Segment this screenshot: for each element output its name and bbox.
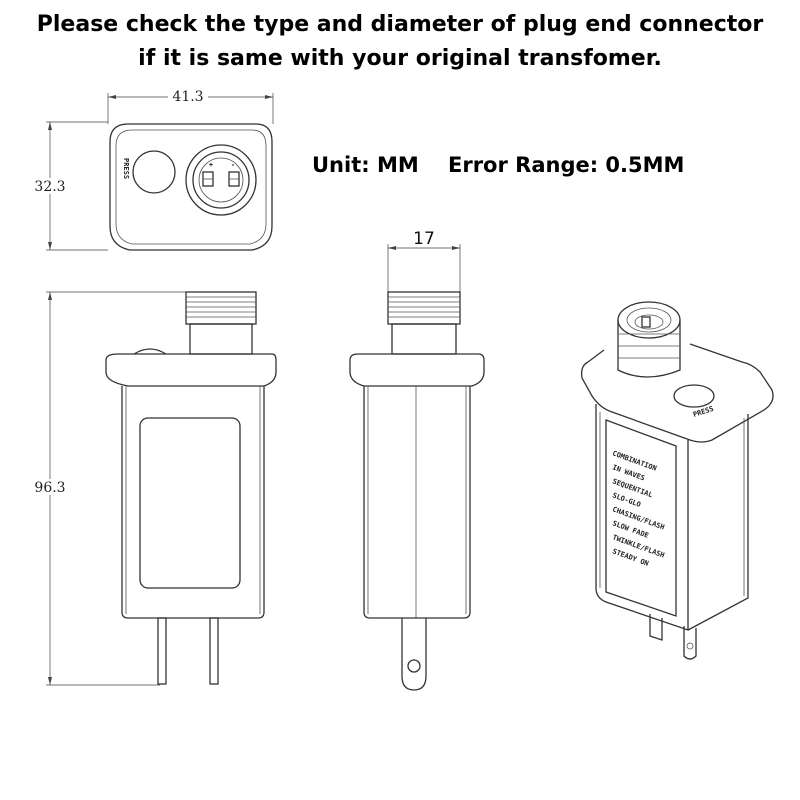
top-view: 41.3 32.3 PRESS + - [30, 88, 274, 251]
polarity-minus: - [231, 161, 235, 169]
top-width-dimension: 41.3 [172, 89, 203, 105]
polarity-plus: + [209, 161, 213, 169]
press-label-top: PRESS [122, 158, 130, 179]
top-depth-dimension: 32.3 [34, 179, 65, 195]
headline-line-1: Please check the type and diameter of pl… [36, 12, 764, 37]
error-range-label: Error Range: 0.5MM [448, 153, 685, 177]
headline-line-2: if it is same with your original transfo… [138, 46, 662, 71]
unit-label: Unit: MM [312, 153, 419, 177]
height-dimension: 96.3 [34, 480, 65, 496]
side-view: 17 [349, 229, 485, 691]
front-view: 96.3 [30, 291, 277, 686]
connector-width-dimension: 17 [413, 229, 435, 249]
